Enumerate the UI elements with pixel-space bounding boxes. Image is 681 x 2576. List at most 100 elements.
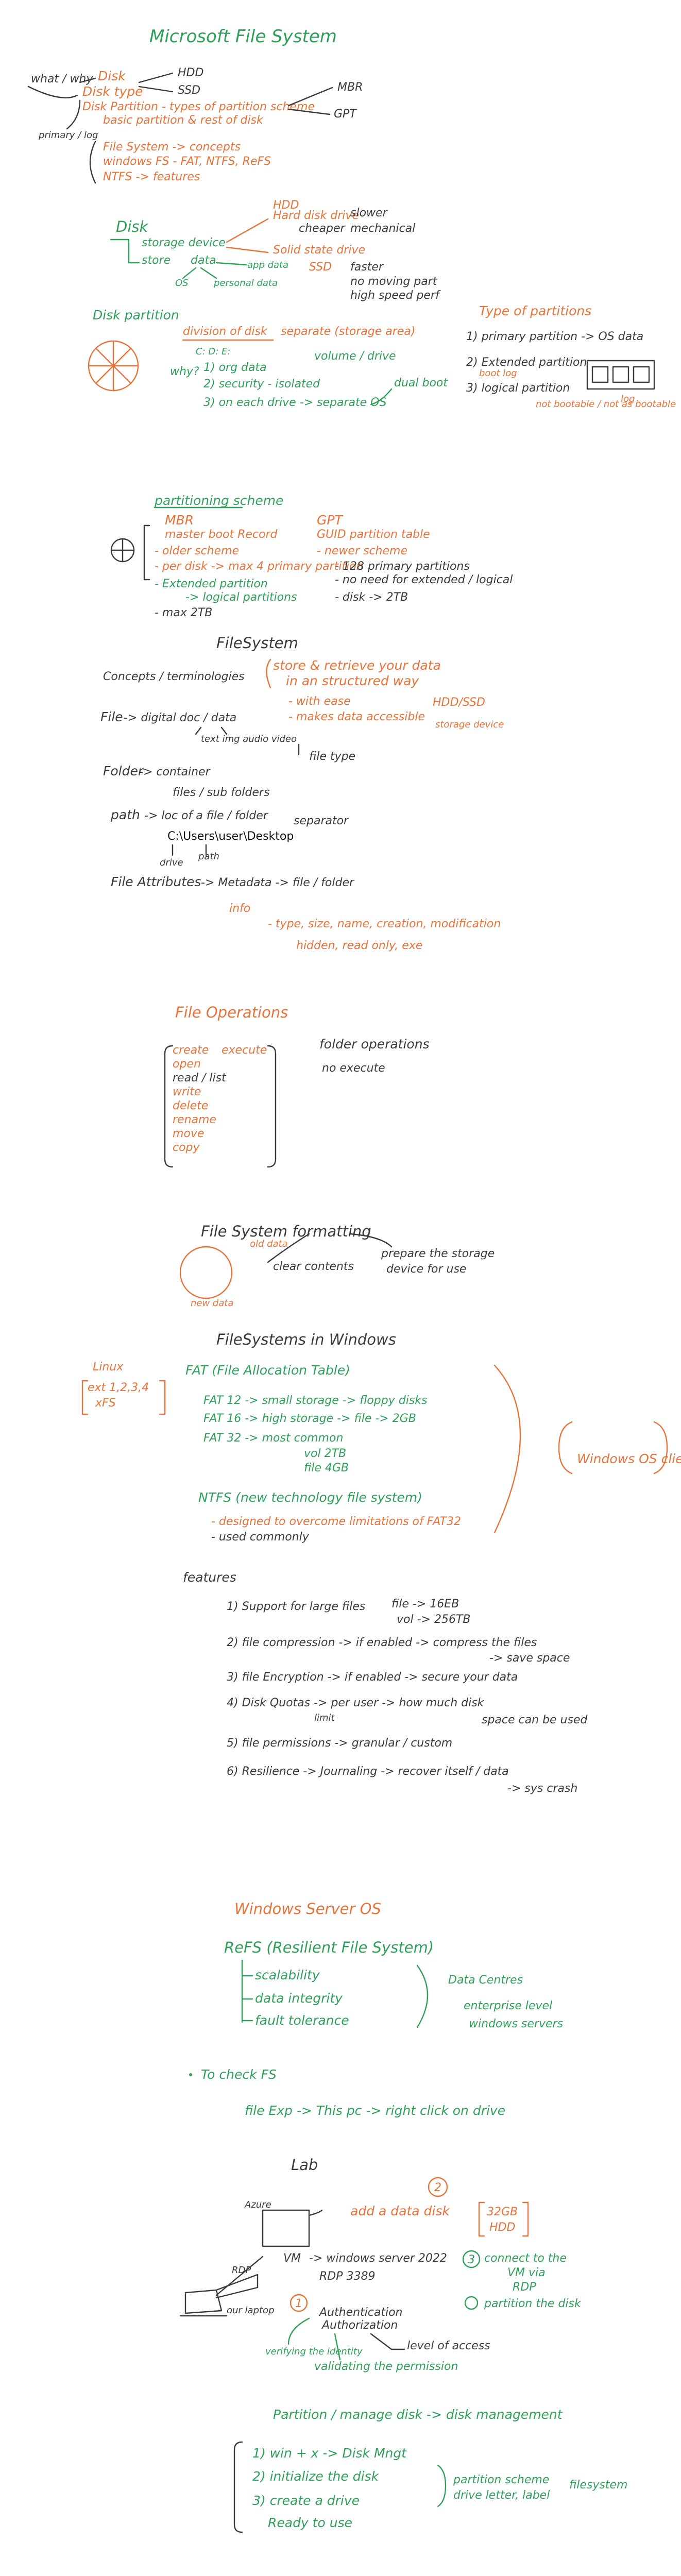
drive-letters: C: D: E: [196,346,230,357]
partition-steps-section: Partition / manage disk -> disk manageme… [233,2407,627,2533]
intro-basic-partition: basic partition & rest of disk [103,114,264,127]
path-example: C:\Users\user\Desktop [167,830,294,843]
fs-concepts: Concepts / terminologies [103,670,245,683]
info-label: info [229,902,250,915]
rdp-small: RDP [232,2265,251,2276]
primary-log-label: primary / log [38,130,98,141]
hdd-cheaper: cheaper [299,222,346,235]
step-2: 2 [434,2181,441,2194]
feature-2: 2) file compression -> if enabled -> com… [227,1636,537,1649]
hdd-slower: slower [350,207,388,219]
extended-partition: - Extended partition [155,578,268,590]
formatting-section: File System formatting old data new data… [179,1223,495,1309]
logical-partitions: -> logical partitions [185,591,297,604]
boot-log: boot log [479,368,517,379]
file-term: File [100,709,123,724]
logical-box-2 [612,366,629,383]
intro-windows-fs: windows FS - FAT, NTFS, ReFS [103,155,271,168]
intro-section: what / why Disk HDD SSD Disk type Disk P… [27,66,363,184]
with-ease: - with ease [288,695,351,708]
storage-device-note: storage device [435,719,504,730]
hard-disk-drive: Hard disk drive [273,209,359,222]
file-op-execute: execute [222,1044,267,1057]
feature-6b: -> sys crash [507,1782,577,1795]
azure-vm-box [262,2209,310,2247]
loc-of-file: -> loc of a file / folder [144,809,269,822]
feature-1-vol: vol -> 256TB [397,1613,470,1626]
file-op-4: delete [173,1099,208,1112]
refs-tree [241,1959,253,2023]
step-s3: 3) create a drive [252,2493,360,2508]
azure-label: Azure [244,2199,271,2210]
data-centres: Data Centres [448,1974,523,1987]
logical-box-1 [591,366,609,383]
server-title: Windows Server OS [234,1900,381,1918]
formatting-title: File System formatting [201,1223,371,1240]
drive-label: drive [160,857,183,868]
linux-ext: ext 1,2,3,4 [88,1381,149,1394]
validating-permission: validating the permission [314,2360,458,2373]
enterprise-level: enterprise level [464,1999,552,2012]
separate-storage: separate (storage area) [281,325,415,338]
refs-fault: fault tolerance [255,2013,349,2028]
solid-state-drive: Solid state drive [273,244,365,257]
file-kinds-arrows [195,726,228,735]
disk-type-arrows [138,72,174,93]
container: -> container [139,766,211,778]
feature-3: 3) file Encryption -> if enabled -> secu… [227,1671,518,1684]
os-label: OS [175,278,189,289]
step-3-circle [462,2250,481,2268]
info-detail-2: hidden, read only, exe [296,939,422,952]
new-data: new data [191,1298,233,1309]
refs-title: ReFS (Resilient File System) [224,1939,434,1956]
vm-label: VM [283,2252,301,2265]
feature-4-limit: limit [314,1713,335,1723]
prepare-storage: prepare the storage [381,1247,495,1260]
ssd-high-speed: high speed perf [350,289,441,302]
gpt-size: - disk -> 2TB [335,591,408,604]
folder-ops-title: folder operations [319,1037,430,1052]
intro-fs-concepts: File System -> concepts [103,141,241,154]
separator-label: separator [294,815,349,827]
reason-3: 3) on each drive -> separate OS [203,396,386,409]
metadata: -> Metadata -> file / folder [201,876,355,889]
linux-label: Linux [93,1361,124,1374]
data-label: data [191,254,216,267]
guid-partition-table: GUID partition table [317,528,430,541]
in-structured: in an structured way [286,673,419,688]
ntfs-used: - used commonly [211,1531,310,1544]
authentication: Authentication [318,2306,403,2319]
disk-types-arrows [226,218,269,253]
old-data: old data [250,1239,288,1249]
scheme-gpt: GPT [317,513,343,528]
connect-to: connect to the [484,2252,567,2265]
volume-drive: volume / drive [314,350,396,363]
intro-mbr: MBR [337,81,363,94]
laptop-drawing [179,2289,228,2317]
info-detail-1: - type, size, name, creation, modificati… [268,918,501,930]
data-branches [182,262,247,279]
hdd-mechanical: mechanical [350,222,415,235]
intro-disk-partition: Disk Partition - types of partition sche… [82,100,315,113]
step-s4: Ready to use [268,2515,352,2530]
partition-disk: partition the disk [484,2297,582,2310]
feature-6: 6) Resilience -> Journaling -> recover i… [227,1765,509,1778]
feature-4: 4) Disk Quotas -> per user -> how much d… [227,1697,485,1709]
make-accessible: - makes data accessible [288,710,425,723]
authorization: Authorization [321,2319,398,2332]
scheme-arrows [287,87,333,115]
scheme-brace [110,524,150,581]
fs-paren [266,658,271,689]
to-check-title: To check FS [201,2067,277,2082]
file-op-5: rename [173,1113,216,1126]
step-s1: 1) win + x -> Disk Mngt [252,2446,407,2461]
auth-arrows [287,2317,341,2361]
step-2-circle [428,2177,448,2197]
disk-spec-bracket [478,2201,529,2237]
rdp-green: RDP [513,2281,536,2294]
no-need-ext: - no need for extended / logical [335,573,513,586]
step-1-circle [290,2294,308,2312]
file-op-3: write [173,1086,201,1098]
feature-5: 5) file permissions -> granular / custom [227,1737,452,1750]
